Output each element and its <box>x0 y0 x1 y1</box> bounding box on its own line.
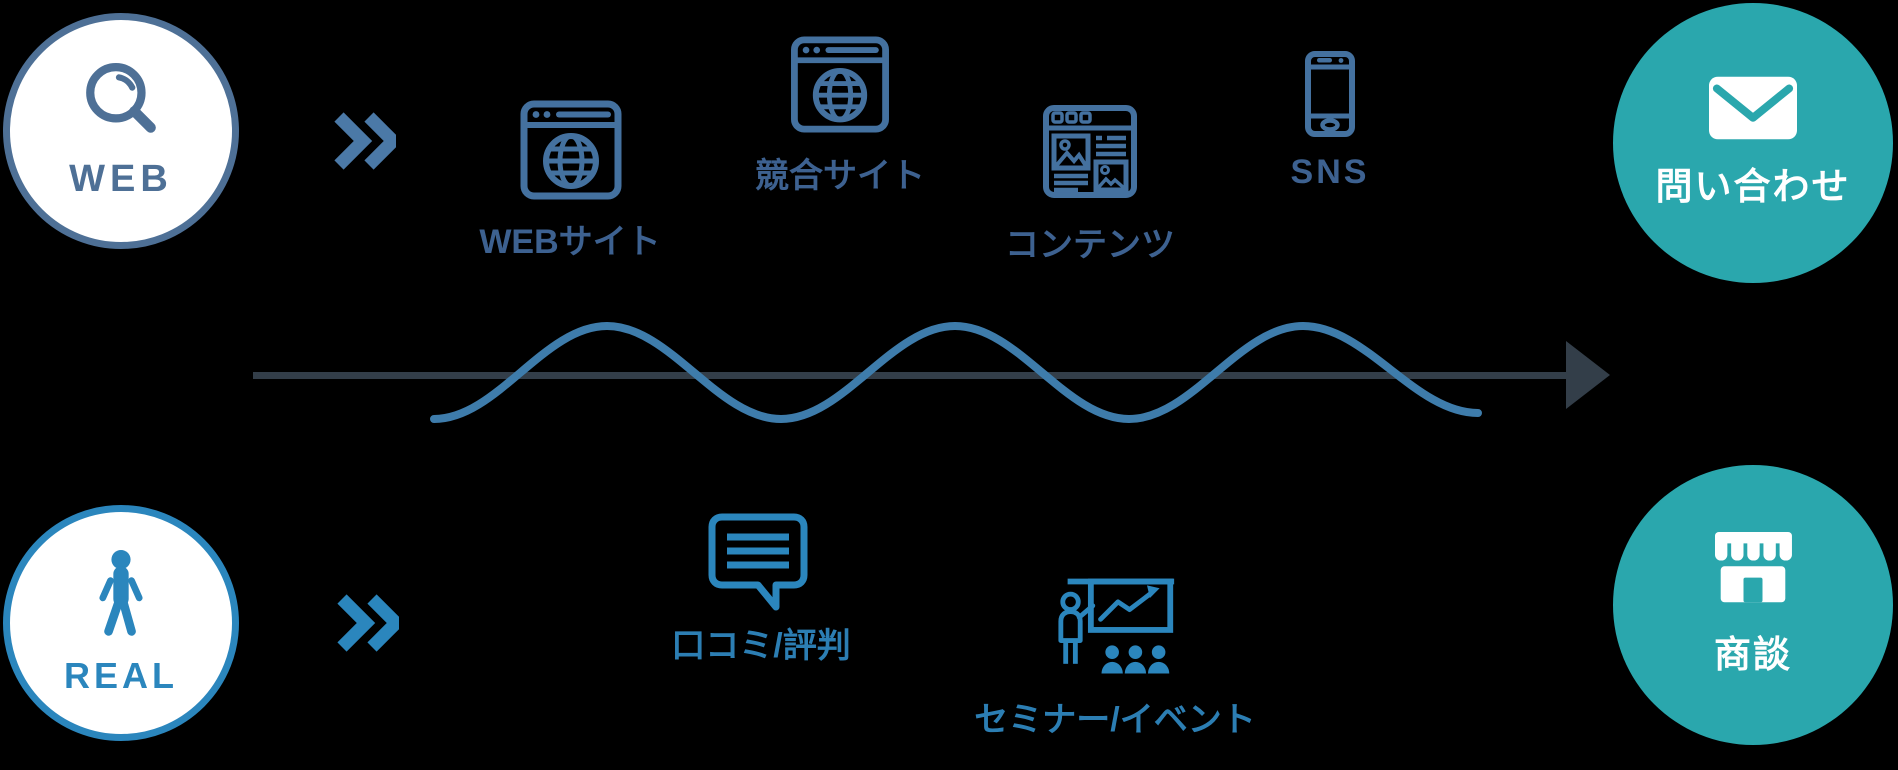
browser-content-icon <box>1042 104 1138 199</box>
timeline-arrow-line <box>253 372 1572 379</box>
real-source-label: REAL <box>64 655 178 696</box>
item-label-website: WEBサイト <box>479 223 661 261</box>
item-label-word-of-mouth: 口コミ/評判 <box>671 627 851 665</box>
deal-goal-circle: 商談 <box>1613 465 1893 745</box>
inquiry-goal-circle: 問い合わせ <box>1613 3 1893 283</box>
browser-globe-icon <box>520 100 622 200</box>
envelope-icon <box>1709 76 1797 140</box>
walking-person-icon <box>93 549 149 641</box>
web-source-label: WEB <box>69 157 173 200</box>
web-source-circle: WEB <box>3 13 239 249</box>
item-label-seminar-event: セミナー/イベント <box>974 701 1256 739</box>
deal-goal-label: 商談 <box>1714 634 1792 675</box>
item-label-contents: コンテンツ <box>1005 226 1175 264</box>
item-label-sns: SNS <box>1290 153 1370 191</box>
timeline-arrowhead <box>1566 341 1612 409</box>
real-source-circle: REAL <box>3 505 239 741</box>
inquiry-goal-label: 問い合わせ <box>1655 166 1851 207</box>
speech-bubble-icon <box>708 513 808 613</box>
smartphone-icon <box>1304 50 1356 138</box>
item-label-competitor-site: 競合サイト <box>755 157 925 195</box>
store-icon <box>1709 532 1797 608</box>
magnifier-icon <box>84 62 158 144</box>
browser-globe-icon <box>790 36 890 133</box>
double-chevron-right-icon <box>334 112 396 170</box>
seminar-presentation-icon <box>1056 572 1178 684</box>
double-chevron-right-icon <box>337 594 399 652</box>
